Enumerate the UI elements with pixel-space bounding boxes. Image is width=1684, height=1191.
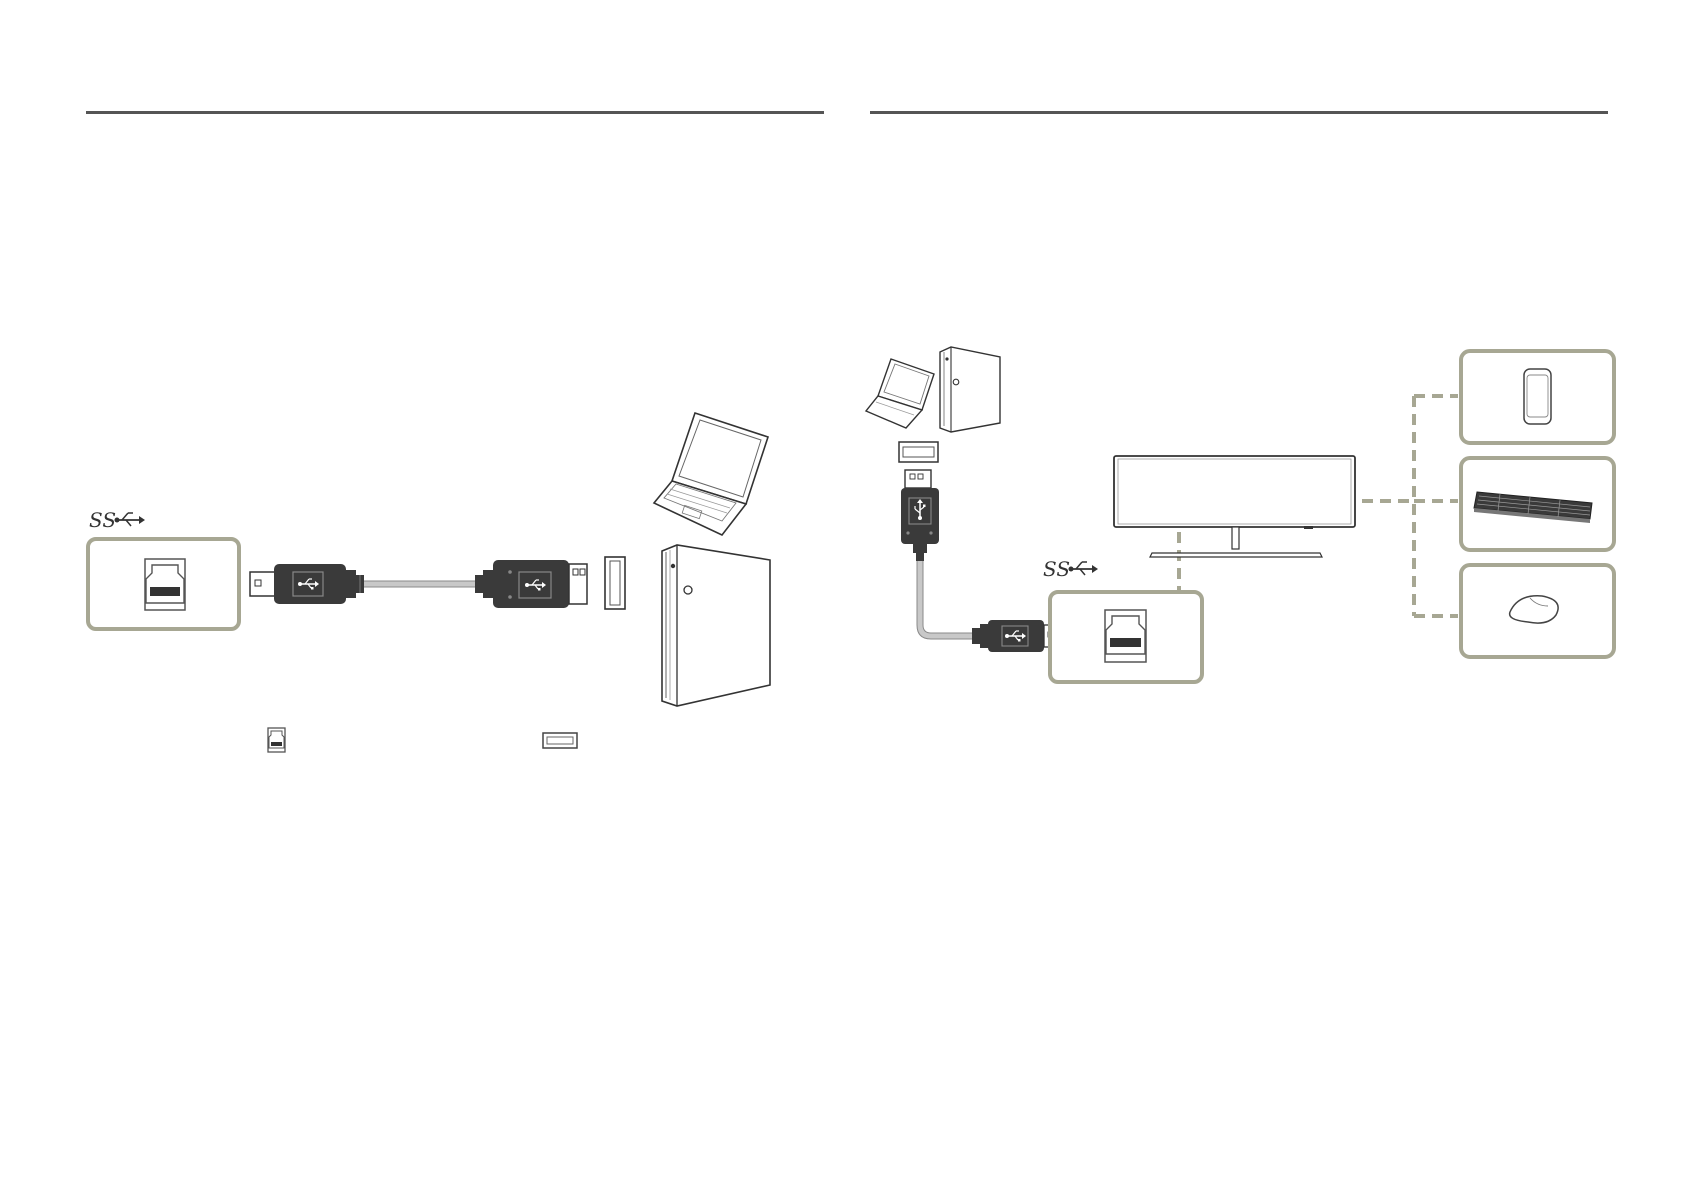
usb-a-port-legend-icon (543, 733, 577, 748)
hub-dashed-lines (1362, 396, 1458, 616)
desktop-pc-icon (662, 545, 770, 706)
usb-a-port-icon (605, 557, 625, 609)
usb-a-port-icon-right (899, 442, 938, 462)
monitor-usb-b-port-frame-right (1050, 592, 1202, 682)
keyboard-device-box (1461, 458, 1614, 550)
laptop-icon-small (866, 359, 934, 428)
laptop-icon (654, 413, 768, 535)
usb-b-port-legend-icon (268, 728, 285, 752)
usb-cable-icon-right (901, 470, 1059, 652)
usb-b-port-icon-right (1105, 610, 1146, 662)
mouse-device-box (1461, 565, 1614, 657)
usb-cable-icon (250, 560, 587, 608)
smartphone-device-box (1461, 351, 1614, 443)
ss-usb-logo-left: SS (89, 508, 145, 532)
smartphone-icon (1524, 369, 1551, 424)
ss-usb-icon-text: SS (89, 508, 116, 532)
ss-usb-icon-text-right: SS (1043, 557, 1070, 581)
desktop-pc-icon-small (940, 347, 1000, 432)
ss-usb-logo-right: SS (1043, 557, 1098, 581)
usb-b-port-icon (145, 559, 185, 610)
monitor-usb-b-port-frame (88, 539, 239, 629)
monitor-icon (1114, 456, 1355, 557)
